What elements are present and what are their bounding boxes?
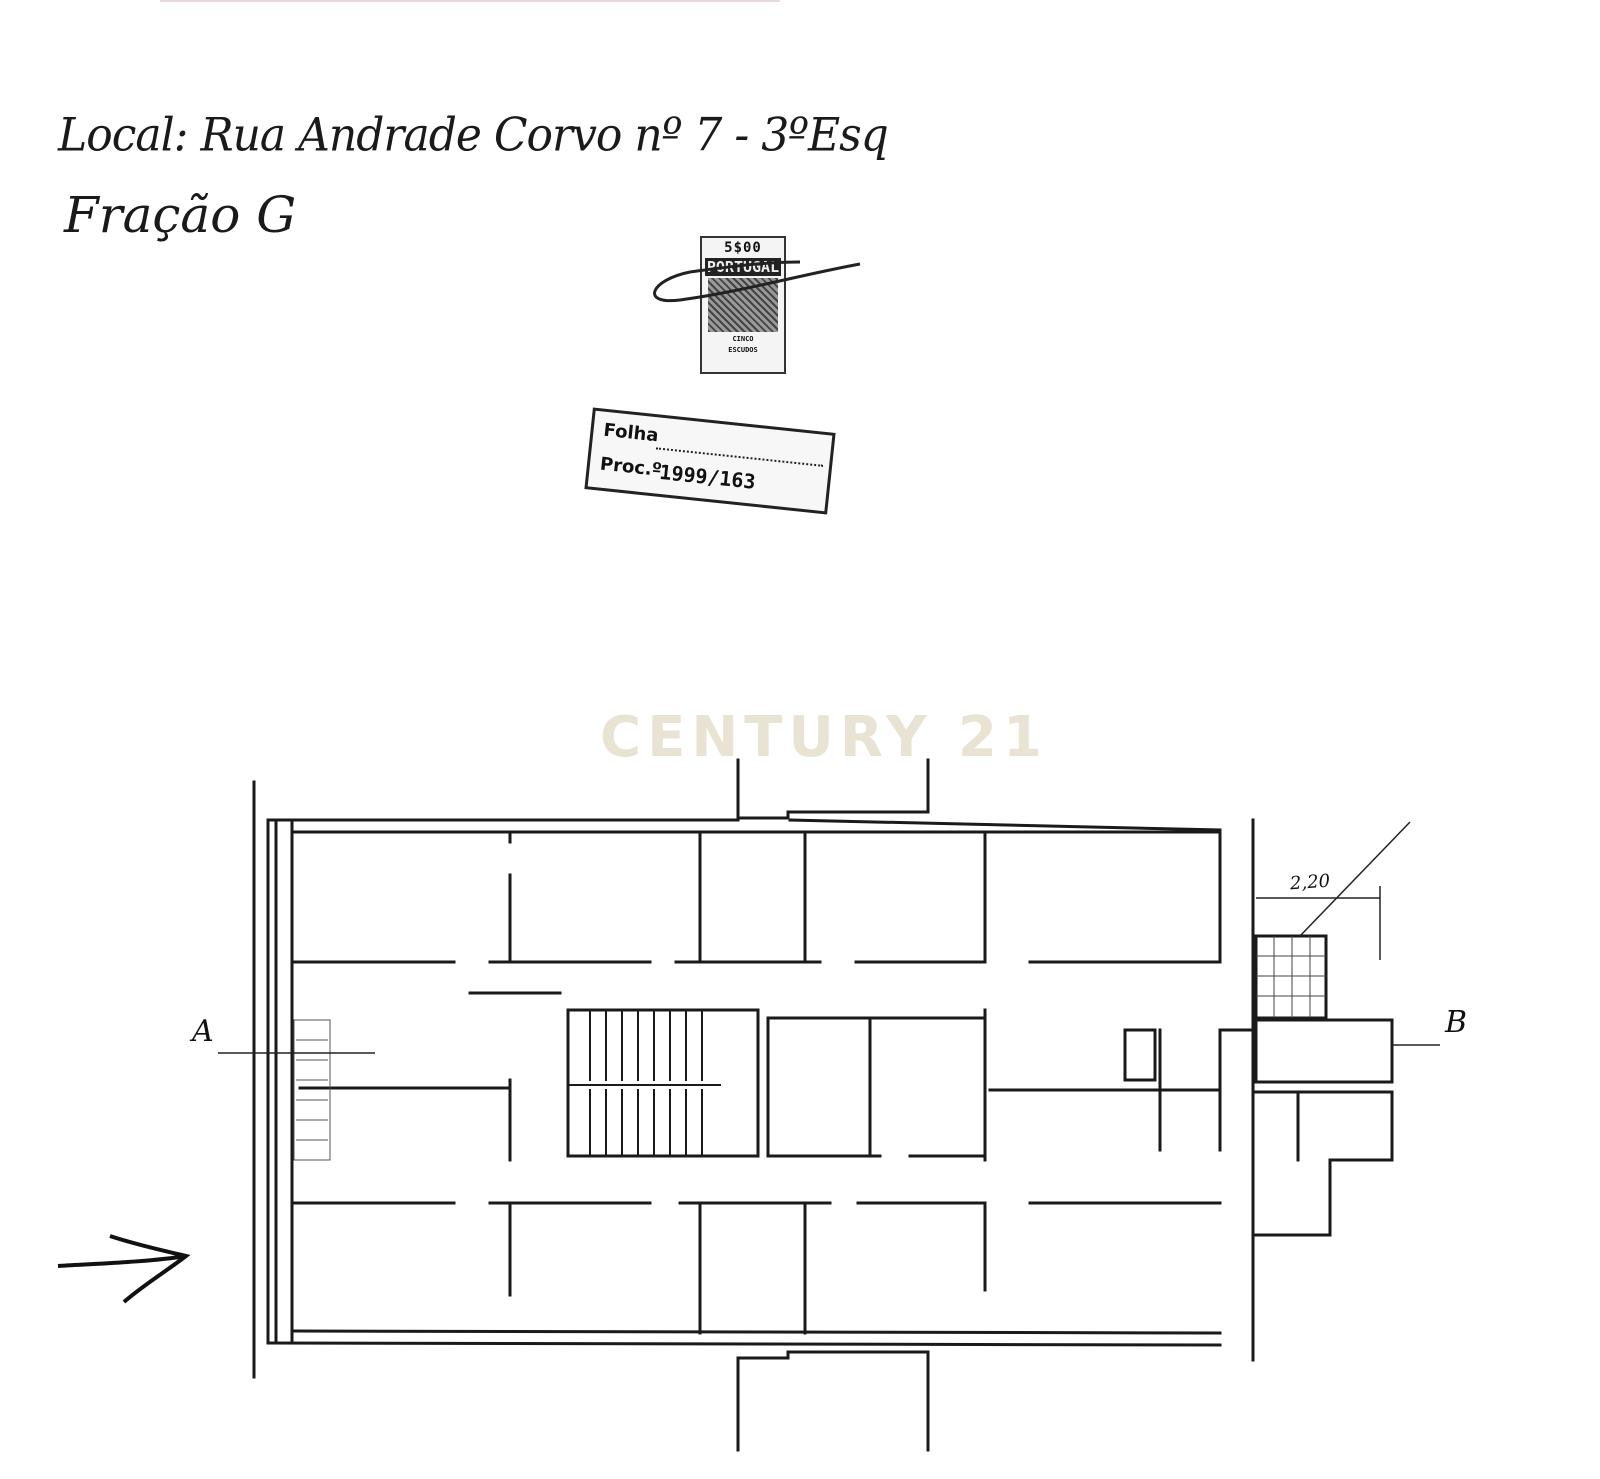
top-protrusion: [736, 758, 930, 820]
top-border-line: [160, 0, 780, 2]
east-annex: [1251, 1090, 1394, 1237]
section-line: [218, 1044, 1440, 1054]
wet-room: [1254, 934, 1328, 1020]
stamp-value: 5$00: [724, 240, 762, 256]
entry-hatch: [293, 1019, 331, 1161]
outer-wall: [788, 818, 1222, 832]
bottom-protrusion: [736, 1350, 930, 1452]
stair-core: [566, 1008, 760, 1158]
fraction-heading: Fração G: [64, 186, 297, 244]
outer-wall: [266, 1341, 1222, 1347]
stair-treads: [567, 1009, 721, 1157]
tile-grid: [1256, 936, 1326, 1018]
section-label-a: A: [192, 1014, 214, 1049]
east-wing-shaft: [1123, 1028, 1157, 1082]
outer-wall: [290, 1329, 1222, 1335]
kitchen-room: [1254, 1018, 1394, 1084]
stamp-footer-1: CINCO: [732, 335, 754, 343]
century21-watermark: CENTURY 21: [600, 705, 1048, 770]
location-heading: Local: Rua Andrade Corvo nº 7 - 3ºEsq: [58, 108, 889, 163]
stamp-footer-2: ESCUDOS: [728, 346, 758, 354]
entrance-arrow-icon: [57, 1234, 191, 1304]
dimension-line: [1256, 821, 1411, 960]
dimension-label: 2,20: [1289, 870, 1331, 895]
section-label-b: B: [1445, 1005, 1468, 1040]
